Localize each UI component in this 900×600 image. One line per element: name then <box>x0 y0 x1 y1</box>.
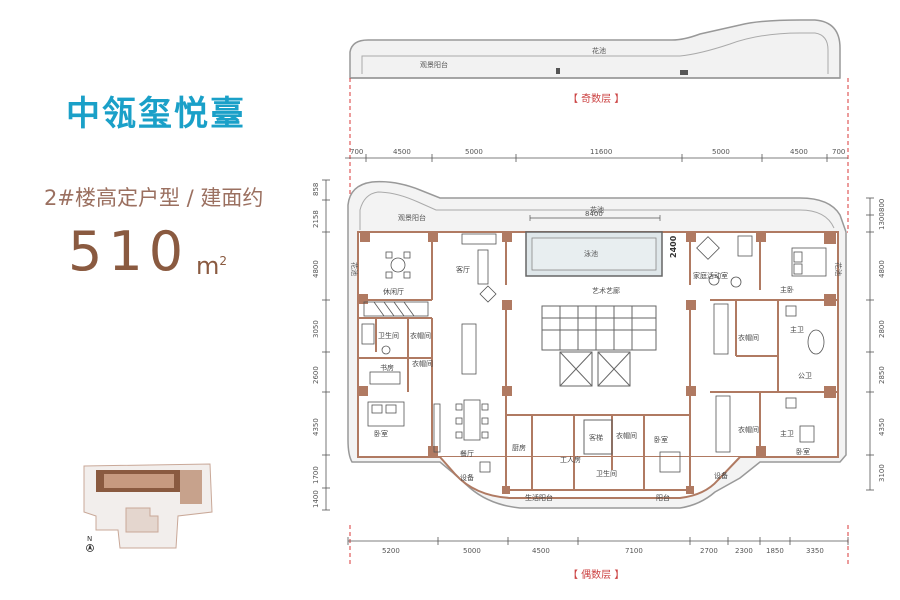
bedroom-left-label: 卧室 <box>374 429 388 438</box>
bedroom-right-label: 卧室 <box>796 447 810 456</box>
bedroom-mid-label: 卧室 <box>654 435 668 444</box>
kitchen-label: 厨房 <box>512 443 526 452</box>
family-activity-label: 家庭活动室 <box>693 271 728 280</box>
cloak-small-label: 衣帽间 <box>412 359 433 368</box>
area-unit: m2 <box>196 252 227 280</box>
odd-floor-label: 【 奇数层 】 <box>568 92 624 105</box>
area-unit-superscript: 2 <box>219 254 228 268</box>
odd-flower-bed-label: 花池 <box>592 46 606 55</box>
site-key-plan <box>83 463 213 549</box>
guest-elevator-label: 客梯 <box>589 433 603 442</box>
pool-dimension-line <box>529 215 661 221</box>
cloakroom-left-label: 衣帽间 <box>410 331 431 340</box>
project-name: 中瓴玺悦臺 <box>66 94 246 134</box>
equipment-left-label: 设备 <box>460 473 474 482</box>
even-flower-bed-label: 花池 <box>590 205 604 214</box>
pool-label: 泳池 <box>584 249 598 258</box>
dim-bottom-2: 5000 <box>463 547 481 555</box>
dim-bottom-7: 1850 <box>766 547 784 555</box>
leisure-room-label: 休闲厅 <box>383 287 404 296</box>
left-dimension-line <box>322 179 330 511</box>
dim-top-6: 4500 <box>790 148 808 156</box>
dim-right-7: 3100 <box>878 464 886 482</box>
service-balcony-label: 生活阳台 <box>525 493 553 502</box>
master-bedroom-label: 主卧 <box>780 285 794 294</box>
compass: N <box>86 535 94 552</box>
dim-bottom-3: 4500 <box>532 547 550 555</box>
left-flower-bed-label: 花池 <box>350 262 359 276</box>
area-unit-base: m <box>196 252 220 280</box>
pool-width-dim: 8400 <box>585 210 603 218</box>
dim-right-5: 2850 <box>878 366 886 384</box>
furniture <box>361 233 827 473</box>
even-floor-label: 【 偶数层 】 <box>568 568 624 581</box>
bathroom-mid-label: 卫生间 <box>596 469 617 478</box>
dim-right-2: 1300 <box>878 212 886 230</box>
dim-right-3: 4800 <box>878 260 886 278</box>
bottom-dimension-line <box>347 537 849 545</box>
cloakroom-right2-label: 衣帽间 <box>738 425 759 434</box>
master-bath-label: 主卫 <box>790 325 804 334</box>
even-balcony-label: 观景阳台 <box>398 213 426 222</box>
dim-top-2: 4500 <box>393 148 411 156</box>
dim-left-2: 2158 <box>312 210 320 228</box>
art-corridor-label: 艺术艺廊 <box>592 286 620 295</box>
living-room-label: 客厅 <box>456 265 470 274</box>
dim-left-6: 4350 <box>312 418 320 436</box>
dim-bottom-5: 2700 <box>700 547 718 555</box>
equipment-right-label: 设备 <box>714 471 728 480</box>
structural-columns <box>358 232 836 494</box>
dim-bottom-8: 3350 <box>806 547 824 555</box>
maid-room-label: 工人房 <box>560 455 581 464</box>
pool-depth-dim: 2400 <box>669 235 678 258</box>
dim-top-1: 700 <box>350 148 363 156</box>
dim-right-6: 4350 <box>878 418 886 436</box>
dim-bottom-1: 5200 <box>382 547 400 555</box>
dim-left-8: 1400 <box>312 490 320 508</box>
dim-left-1: 858 <box>312 183 320 196</box>
dim-bottom-4: 7100 <box>625 547 643 555</box>
dim-left-5: 2600 <box>312 366 320 384</box>
dim-left-4: 3050 <box>312 320 320 338</box>
dim-top-4: 11600 <box>590 148 612 156</box>
top-dimension-line <box>345 154 848 162</box>
bathroom-left-label: 卫生间 <box>378 331 399 340</box>
odd-floor-outline <box>349 19 841 79</box>
dim-left-3: 4800 <box>312 260 320 278</box>
dim-right-1: 800 <box>878 199 886 212</box>
balcony-mid-label: 阳台 <box>656 493 670 502</box>
bath-right-label: 主卫 <box>780 429 794 438</box>
compass-label: N <box>87 535 92 543</box>
even-floor-outline <box>347 180 847 509</box>
dim-top-7: 700 <box>832 148 845 156</box>
pool-inner <box>531 237 657 271</box>
dim-left-7: 1700 <box>312 466 320 484</box>
right-flower-bed-label: 花池 <box>834 262 843 276</box>
dim-top-3: 5000 <box>465 148 483 156</box>
area-value: 510 <box>68 220 190 283</box>
odd-balcony-label: 观景阳台 <box>420 60 448 69</box>
dim-right-4: 2800 <box>878 320 886 338</box>
cloak-mid-label: 衣帽间 <box>616 431 637 440</box>
unit-type-label: 2#楼高定户型 / 建面约 <box>44 186 264 210</box>
dining-label: 餐厅 <box>460 449 474 458</box>
study-label: 书房 <box>380 363 394 372</box>
right-dimension-line <box>866 197 874 491</box>
public-bath-label: 公卫 <box>798 372 812 380</box>
dim-bottom-6: 2300 <box>735 547 753 555</box>
cloakroom-right-label: 衣帽间 <box>738 333 759 342</box>
dim-top-5: 5000 <box>712 148 730 156</box>
stair-core <box>541 305 657 455</box>
